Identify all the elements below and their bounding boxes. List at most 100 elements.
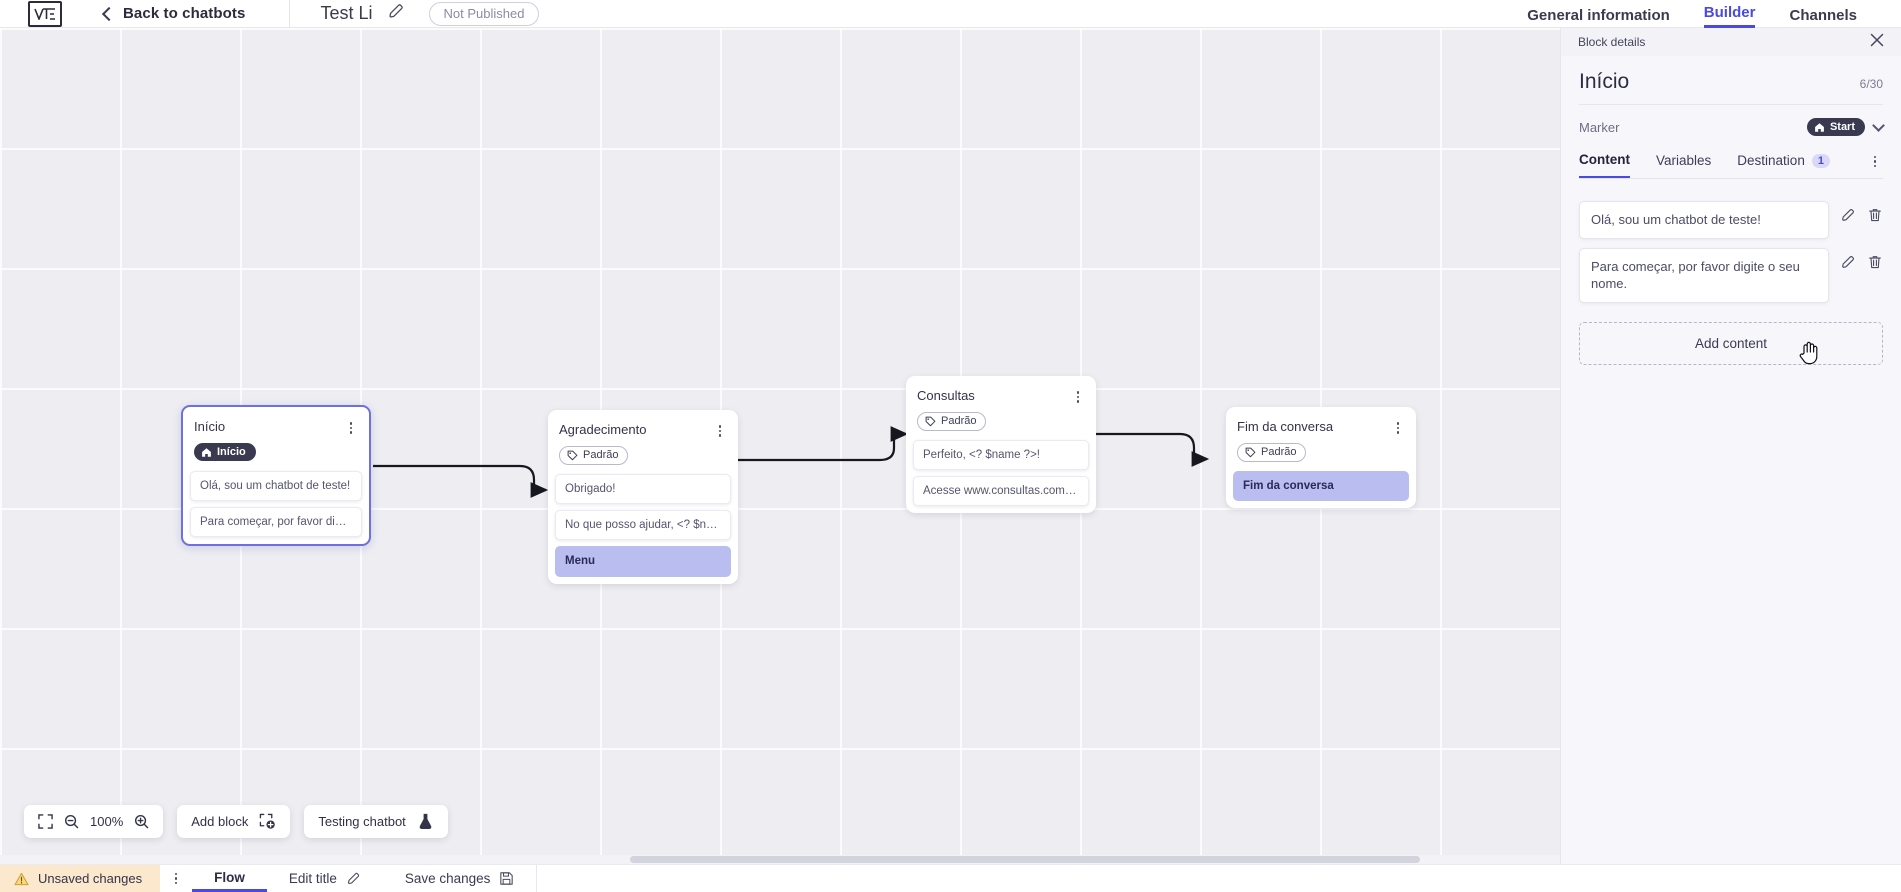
add-content-button[interactable]: Add content: [1579, 321, 1883, 365]
header-divider: [289, 0, 291, 28]
scrollbar-thumb[interactable]: [630, 856, 1420, 863]
block-bubble-menu[interactable]: Menu: [555, 546, 731, 577]
save-changes-label: Save changes: [404, 871, 491, 886]
tab-destination[interactable]: Destination 1: [1737, 153, 1830, 177]
canvas-horizontal-scrollbar[interactable]: [0, 855, 1560, 864]
block-tag-row: Padrão: [906, 406, 1096, 440]
edit-content-icon[interactable]: [1840, 248, 1856, 275]
canvas-toolbar: 100% Add block Testing chatbot: [24, 805, 448, 838]
block-menu-icon[interactable]: [712, 422, 728, 440]
block-bubbles: Perfeito, <? $name ?>! Acesse www.consul…: [906, 439, 1096, 507]
block-details-panel: Block details Início 6/30 Marker Start: [1560, 28, 1901, 864]
tab-content-label: Content: [1579, 152, 1630, 167]
tab-variables[interactable]: Variables: [1656, 153, 1711, 177]
block-tag-default: Padrão: [559, 446, 629, 465]
zoom-level: 100%: [90, 814, 124, 829]
flow-block-fim-da-conversa[interactable]: Fim da conversa Padrão Fim da conversa: [1226, 407, 1416, 508]
zoom-out-icon[interactable]: [64, 814, 79, 829]
status-badge: Not Published: [428, 1, 540, 26]
content-row: Olá, sou um chatbot de teste!: [1579, 201, 1883, 239]
block-title: Agradecimento: [559, 422, 647, 437]
tag-icon: [1245, 447, 1256, 457]
zoom-controls: 100%: [24, 805, 164, 838]
unsaved-changes-label: Unsaved changes: [38, 871, 143, 886]
top-header: Back to chatbots Test Li Not Published G…: [0, 0, 1901, 28]
block-bubble[interactable]: Para começar, por favor digite o ...: [190, 506, 362, 538]
flow-block-consultas[interactable]: Consultas Padrão Perfeito, <? $name ?>! …: [906, 376, 1096, 514]
save-icon: [500, 872, 514, 885]
flow-canvas[interactable]: Início Início Olá, sou um chatbot de tes…: [0, 28, 1560, 864]
block-bubble[interactable]: No que posso ajudar, <? $name ...: [555, 509, 731, 541]
bot-title: Test Li: [320, 3, 373, 23]
block-title: Início: [194, 419, 226, 434]
block-menu-icon[interactable]: [343, 419, 359, 437]
close-icon[interactable]: [1870, 33, 1884, 52]
footer-divider: [536, 865, 538, 892]
delete-content-icon[interactable]: [1867, 201, 1883, 228]
block-bubble[interactable]: Acesse www.consultas.com par...: [913, 475, 1089, 507]
tab-channels[interactable]: Channels: [1789, 6, 1857, 24]
content-text[interactable]: Olá, sou um chatbot de teste!: [1579, 201, 1829, 239]
block-bubbles: Obrigado! No que posso ajudar, <? $name …: [548, 473, 738, 577]
warning-icon: [14, 872, 29, 885]
tab-general-information[interactable]: General information: [1527, 6, 1670, 24]
chevron-down-icon: [1872, 118, 1885, 132]
testing-chatbot-button[interactable]: Testing chatbot: [304, 805, 448, 838]
edit-title-button[interactable]: Edit title: [267, 865, 383, 892]
delete-content-icon[interactable]: [1867, 248, 1883, 275]
block-bubble[interactable]: Perfeito, <? $name ?>!: [913, 439, 1089, 470]
pencil-icon[interactable]: [387, 2, 405, 25]
panel-more-icon[interactable]: [1867, 153, 1883, 171]
content-list: Olá, sou um chatbot de teste! Para começ…: [1579, 179, 1883, 303]
panel-tabs: Content Variables Destination 1: [1579, 141, 1883, 179]
block-header: Fim da conversa: [1226, 407, 1416, 437]
block-tag-start: Início: [194, 443, 256, 461]
back-to-chatbots-label: Back to chatbots: [123, 5, 246, 22]
footer-tab-flow[interactable]: Flow: [192, 865, 267, 892]
block-menu-icon[interactable]: [1390, 419, 1406, 437]
footer-more-icon[interactable]: [168, 870, 184, 888]
save-changes-button[interactable]: Save changes: [383, 865, 537, 892]
flow-block-inicio[interactable]: Início Início Olá, sou um chatbot de tes…: [181, 405, 371, 547]
flow-block-agradecimento[interactable]: Agradecimento Padrão Obrigado! No que po…: [548, 410, 738, 584]
add-block-button[interactable]: Add block: [177, 805, 291, 838]
block-tag-row: Padrão: [1226, 437, 1416, 471]
vtex-logo-icon: [28, 0, 62, 27]
block-bubble[interactable]: Olá, sou um chatbot de teste!: [190, 470, 362, 501]
edit-title-label: Edit title: [288, 871, 337, 886]
block-bubbles: Olá, sou um chatbot de teste! Para começ…: [183, 470, 369, 538]
panel-header-title: Block details: [1578, 35, 1646, 49]
marker-row: Marker Start: [1579, 105, 1885, 141]
tab-content[interactable]: Content: [1579, 152, 1630, 178]
block-bubble[interactable]: Obrigado!: [555, 473, 731, 504]
block-menu-icon[interactable]: [1070, 388, 1086, 406]
tag-icon: [925, 416, 936, 426]
page-title: Início: [1579, 70, 1630, 93]
edit-content-icon[interactable]: [1840, 201, 1856, 228]
zoom-in-icon[interactable]: [134, 814, 149, 829]
block-tag-default: Padrão: [1237, 443, 1307, 462]
flask-icon: [417, 813, 434, 830]
content-text[interactable]: Para começar, por favor digite o seu nom…: [1579, 247, 1829, 303]
panel-body: Início 6/30 Marker Start Content: [1561, 56, 1901, 365]
block-tag-label: Padrão: [941, 415, 977, 427]
add-block-icon: [259, 813, 276, 830]
block-header: Agradecimento: [548, 410, 738, 440]
block-bubble-menu[interactable]: Fim da conversa: [1233, 470, 1409, 501]
marker-value: Start: [1829, 121, 1855, 133]
add-block-label: Add block: [191, 814, 249, 829]
back-to-chatbots-button[interactable]: Back to chatbots: [101, 0, 246, 28]
panel-title-row: Início 6/30: [1579, 56, 1883, 105]
marker-select[interactable]: Start: [1806, 118, 1885, 136]
block-tag-label: Início: [217, 446, 246, 458]
block-bubbles: Fim da conversa: [1226, 470, 1416, 501]
footer-spacer: [537, 865, 1901, 892]
tab-builder[interactable]: Builder: [1703, 4, 1756, 28]
footer-flow-label: Flow: [214, 869, 245, 885]
block-title: Fim da conversa: [1237, 419, 1334, 434]
pencil-icon: [347, 872, 360, 885]
block-header: Consultas: [906, 376, 1096, 406]
fit-screen-icon[interactable]: [38, 814, 53, 829]
block-tag-label: Padrão: [1261, 446, 1297, 458]
home-icon: [202, 447, 211, 457]
